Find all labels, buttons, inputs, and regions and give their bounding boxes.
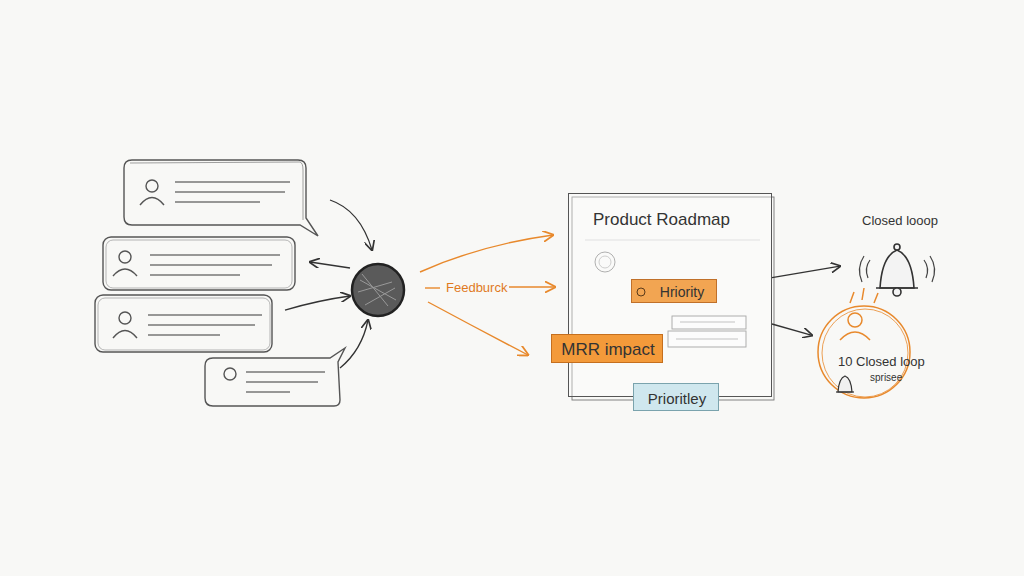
tag-text: Prioritley <box>634 390 720 407</box>
speech-bubble <box>95 295 272 352</box>
connector-arrow <box>772 266 840 278</box>
mrr-tag: MRR impact <box>551 334 663 363</box>
bell-caption: Closed looop <box>840 214 960 229</box>
speech-bubble <box>103 237 295 290</box>
speech-bubble <box>205 348 345 406</box>
circle-text: 10 Closed loop <box>838 355 936 370</box>
circle-shape <box>812 298 936 408</box>
circle-subtext: sprisee <box>870 372 930 384</box>
bell-node: Closed looop <box>840 208 960 304</box>
speech-bubble <box>124 160 318 236</box>
arrow-label: Feedburck <box>444 281 509 295</box>
box-title: Product Roadmap <box>593 210 763 230</box>
roadmap-box: Product RoadmapHriorityMRR impactPriorit… <box>568 193 772 397</box>
loop-circle: 10 Closed loop sprisee <box>812 298 936 408</box>
feedback-arrow <box>420 235 555 355</box>
tag-text: Hriority <box>646 284 718 300</box>
priority-tag: Prioritley <box>633 383 719 411</box>
input-arrow <box>285 200 372 368</box>
tag-text: MRR impact <box>552 340 664 360</box>
connector-arrow <box>772 324 812 335</box>
priority-tag: Hriority <box>631 279 717 303</box>
feedback-hub <box>352 264 404 316</box>
